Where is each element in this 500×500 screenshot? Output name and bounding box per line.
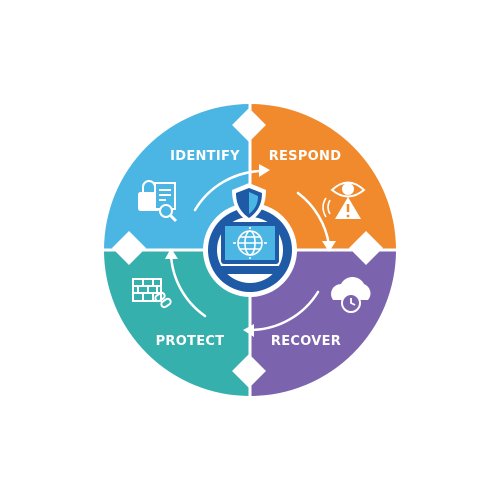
brick-wall-chain-icon [132, 278, 172, 309]
globe-icon [233, 227, 267, 259]
lock-document-magnifier-icon [138, 180, 178, 223]
cycle-arc-bottom [248, 290, 320, 332]
arrowhead-right [322, 241, 336, 252]
cycle-arc-left [169, 253, 207, 318]
label-protect: PROTECT [156, 334, 225, 349]
arrowhead-top [259, 164, 270, 177]
eye-warning-icon [322, 181, 366, 219]
diamond-right [349, 231, 383, 265]
cycle-arc-right [296, 191, 331, 247]
quadrant-respond [250, 104, 396, 250]
diamond-left [112, 231, 146, 265]
laptop-base [212, 266, 288, 274]
shield-icon [232, 183, 266, 222]
quadrant-identify [104, 104, 250, 250]
diamond-markers [112, 108, 383, 388]
cloud-restore-icon [331, 277, 371, 313]
arrowhead-bottom [243, 324, 254, 337]
label-respond: RESPOND [269, 149, 342, 164]
label-identify: IDENTIFY [170, 149, 240, 164]
laptop-icon [212, 222, 288, 274]
cycle-arrows [169, 169, 331, 332]
arrowhead-left [165, 248, 178, 259]
cycle-arc-top [193, 169, 264, 212]
diamond-bottom [232, 354, 266, 388]
cycle-arrowheads [165, 164, 336, 337]
label-recover: RECOVER [271, 334, 341, 349]
